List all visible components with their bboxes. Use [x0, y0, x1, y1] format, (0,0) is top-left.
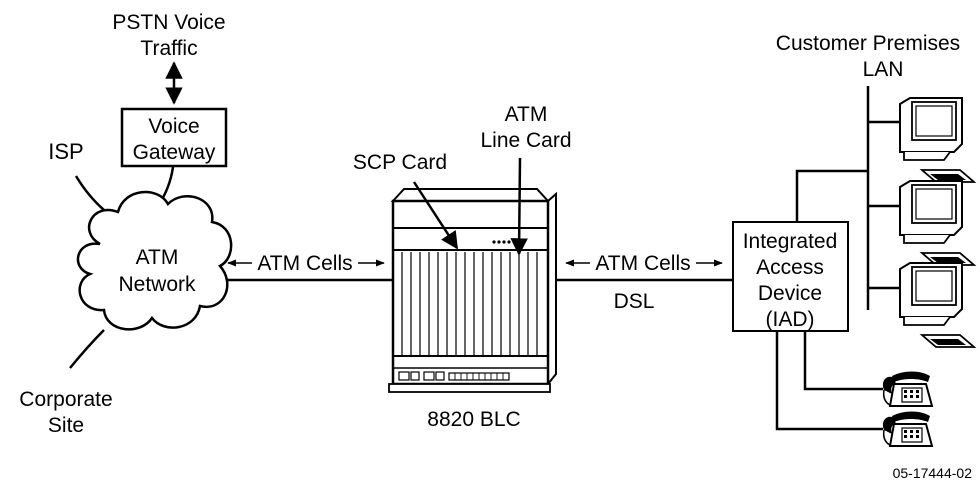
- corporate-label-line1: Corporate: [19, 388, 112, 411]
- atm-cells-right-label: ATM Cells: [595, 252, 690, 275]
- chassis-icon: [388, 188, 557, 393]
- voice-gateway-label-line1: Voice: [148, 115, 199, 138]
- iad-label-line2: Access: [756, 256, 824, 279]
- iad-label-line3: Device: [758, 282, 822, 305]
- figure-id: 05-17444-02: [893, 465, 973, 481]
- iad-label-line4: (IAD): [766, 308, 815, 331]
- cloud-icon: [76, 190, 233, 331]
- computer-icon: [899, 180, 977, 266]
- atm-network-label-line1: ATM: [136, 246, 179, 269]
- telephone-icon: [882, 411, 934, 447]
- computer-icon: [899, 97, 977, 183]
- computer-icon: [899, 262, 977, 348]
- iad-box: [732, 221, 849, 332]
- corporate-label-line2: Site: [48, 414, 84, 437]
- iad-to-phone-1-link: [803, 331, 883, 391]
- premises-label-line1: Customer Premises: [776, 32, 960, 55]
- pstn-label-line1: PSTN Voice: [112, 11, 225, 34]
- voice-gateway-box: [120, 107, 228, 168]
- premises-label-line2: LAN: [863, 58, 904, 81]
- atm-line-card-label-line2: Line Card: [480, 129, 571, 152]
- isp-label: ISP: [48, 139, 83, 164]
- isp-link: [74, 175, 105, 211]
- pstn-label-line2: Traffic: [140, 37, 197, 60]
- scp-card-label: SCP Card: [353, 151, 447, 174]
- atm-line-card-label-line1: ATM: [505, 103, 548, 126]
- blc-label: 8820 BLC: [427, 408, 520, 431]
- iad-label-line1: Integrated: [743, 230, 838, 253]
- corporate-link: [69, 329, 105, 369]
- atm-line-card-pointer: [510, 157, 528, 256]
- voice-gateway-label-line2: Gateway: [133, 141, 216, 164]
- iad-to-lan-link: [795, 169, 868, 222]
- scp-card-pointer: [412, 181, 459, 250]
- telephone-icon: [882, 371, 934, 407]
- atm-cells-left-label: ATM Cells: [257, 252, 352, 275]
- atm-network-label-line2: Network: [118, 273, 196, 296]
- dsl-label: DSL: [614, 290, 655, 313]
- iad-to-phone-2-link: [775, 331, 883, 431]
